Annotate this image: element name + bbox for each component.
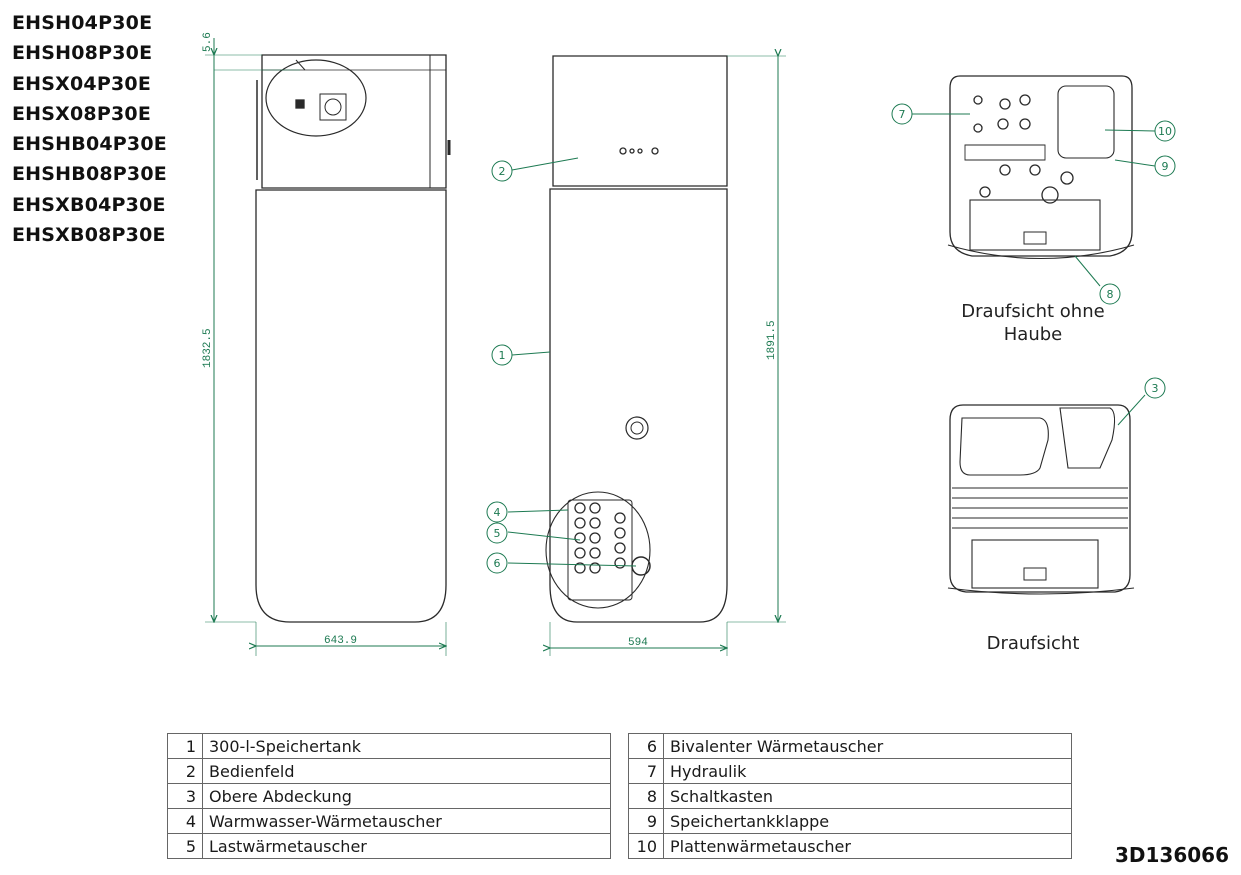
tank-fitting [625, 416, 649, 440]
legend-text: 300-l-Speichertank [202, 733, 611, 759]
connection-detail-ellipse [545, 491, 651, 609]
control-button [629, 148, 635, 154]
legend-number: 4 [167, 808, 203, 834]
callout-circles [486, 103, 1176, 574]
callout-leaders [507, 113, 1156, 567]
view-label-top: Draufsicht [987, 633, 1080, 654]
model-name: EHSH04P30E [12, 12, 153, 34]
dimension-lines [205, 38, 786, 656]
callout-3-label: 3 [1152, 382, 1159, 395]
model-name: EHSX08P30E [12, 102, 151, 125]
callout-8-label: 8 [1107, 288, 1114, 301]
side-top-housing [261, 54, 447, 189]
side-view [255, 54, 451, 623]
legend-number: 5 [167, 833, 203, 859]
legend-number: 9 [628, 808, 664, 834]
model-name: EHSX04P30E [12, 72, 151, 95]
side-detail-ellipse [265, 59, 367, 137]
callout-10-label: 10 [1158, 125, 1172, 138]
legend-text: Bedienfeld [202, 758, 611, 784]
callout-7 [891, 103, 913, 125]
front-view [545, 55, 728, 623]
callout-3 [1144, 377, 1166, 399]
legend-number: 1 [167, 733, 203, 759]
callout-9 [1154, 155, 1176, 177]
callout-8 [1099, 283, 1121, 305]
model-list: EHSH04P30E EHSH08P30E EHSX04P30E EHSX08P… [12, 8, 167, 250]
legend-number: 2 [167, 758, 203, 784]
callout-4-label: 4 [494, 506, 501, 519]
legend-number: 8 [628, 783, 664, 809]
legend-text: Lastwärmetauscher [202, 833, 611, 859]
dim-front-height: 1891.5 [766, 320, 778, 360]
callout-6-label: 6 [494, 557, 501, 570]
legend-number: 10 [628, 833, 664, 859]
dim-top-gap: 5.6 [202, 32, 214, 52]
legend-number: 3 [167, 783, 203, 809]
callout-4 [486, 501, 508, 523]
model-name: EHSHB04P30E [12, 133, 167, 156]
legend-text: Speichertankklappe [663, 808, 1072, 834]
control-button [619, 147, 627, 155]
front-top-housing [552, 55, 728, 187]
view-label-top-no-cover-2: Haube [1004, 324, 1062, 345]
callout-10 [1154, 120, 1176, 142]
side-tank-body [255, 189, 447, 623]
callout-7-label: 7 [899, 108, 906, 121]
model-name: EHSHB08P30E [12, 163, 167, 186]
callout-6 [486, 552, 508, 574]
technical-drawing: 5.6 1832.5 643.9 1891.5 594 Draufsicht o… [202, 32, 1176, 656]
model-name: EHSXB04P30E [12, 193, 166, 216]
dim-side-height: 1832.5 [202, 328, 214, 368]
top-view-no-cover [947, 75, 1135, 260]
callout-5-label: 5 [494, 527, 501, 540]
control-button [651, 147, 659, 155]
legend-text: Bivalenter Wärmetauscher [663, 733, 1072, 759]
legend-number: 7 [628, 758, 664, 784]
front-tank-body [549, 188, 728, 623]
legend-text: Plattenwärmetauscher [663, 833, 1072, 859]
legend-text: Warmwasser-Wärmetauscher [202, 808, 611, 834]
dim-front-width: 594 [628, 637, 648, 649]
callout-1-label: 1 [499, 349, 506, 362]
dim-side-width: 643.9 [324, 635, 357, 647]
top-view [947, 404, 1135, 595]
callout-9-label: 9 [1162, 160, 1169, 173]
callout-2-label: 2 [499, 165, 506, 178]
legend-number: 6 [628, 733, 664, 759]
model-name: EHSH08P30E [12, 42, 153, 65]
legend-text: Obere Abdeckung [202, 783, 611, 809]
view-label-top-no-cover: Draufsicht ohne [961, 301, 1104, 322]
callout-1 [491, 344, 513, 366]
legend-text: Schaltkasten [663, 783, 1072, 809]
legend-text: Hydraulik [663, 758, 1072, 784]
model-name: EHSXB08P30E [12, 224, 166, 247]
document-id: 3D136066 [1114, 843, 1229, 867]
callout-2 [491, 160, 513, 182]
control-button [637, 148, 643, 154]
callout-5 [486, 522, 508, 544]
